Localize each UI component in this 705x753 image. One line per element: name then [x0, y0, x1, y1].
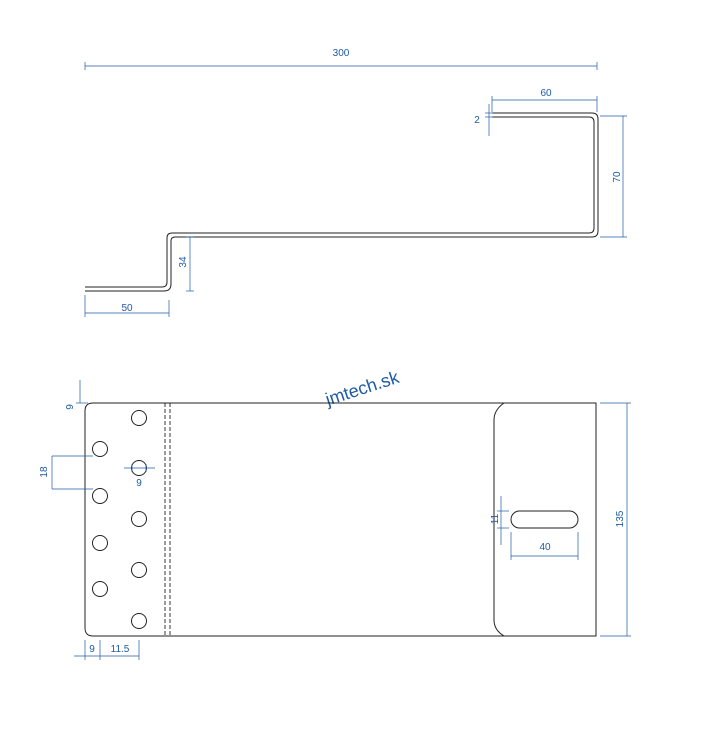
- hole: [92, 535, 108, 551]
- dim-label-60: 60: [540, 88, 552, 99]
- slot: [510, 510, 579, 529]
- hole: [92, 581, 108, 597]
- hole: [131, 562, 147, 578]
- dim-label-hole-dia: 9: [136, 478, 142, 489]
- side-profile-inner: [85, 112, 599, 292]
- side-profile-outer: [85, 116, 595, 288]
- dim-label-9-left: 9: [89, 644, 95, 655]
- bend-line-right: [493, 402, 505, 637]
- dim-label-9-top: 9: [65, 404, 76, 410]
- dim-label-2: 2: [474, 115, 480, 126]
- dim-label-70: 70: [612, 171, 623, 183]
- side-view: 300 60 2 70 34 50: [84, 48, 627, 317]
- hole: [131, 511, 147, 527]
- hole: [92, 488, 108, 504]
- dim-label-11-5: 11.5: [111, 644, 130, 655]
- plate-outline: [84, 402, 597, 637]
- hole: [131, 410, 147, 426]
- dim-label-135: 135: [615, 510, 626, 527]
- dim-label-300: 300: [333, 48, 350, 59]
- dim-label-18: 18: [39, 466, 50, 478]
- dim-label-slot-width: 11: [490, 513, 501, 524]
- dim-label-34: 34: [178, 256, 189, 268]
- dim-label-slot-length: 40: [539, 542, 551, 553]
- plan-view: 9 18 9 9 11.5 11 40 135: [39, 380, 631, 660]
- hole: [131, 613, 147, 629]
- hole: [92, 441, 108, 457]
- dim-label-50: 50: [121, 303, 133, 314]
